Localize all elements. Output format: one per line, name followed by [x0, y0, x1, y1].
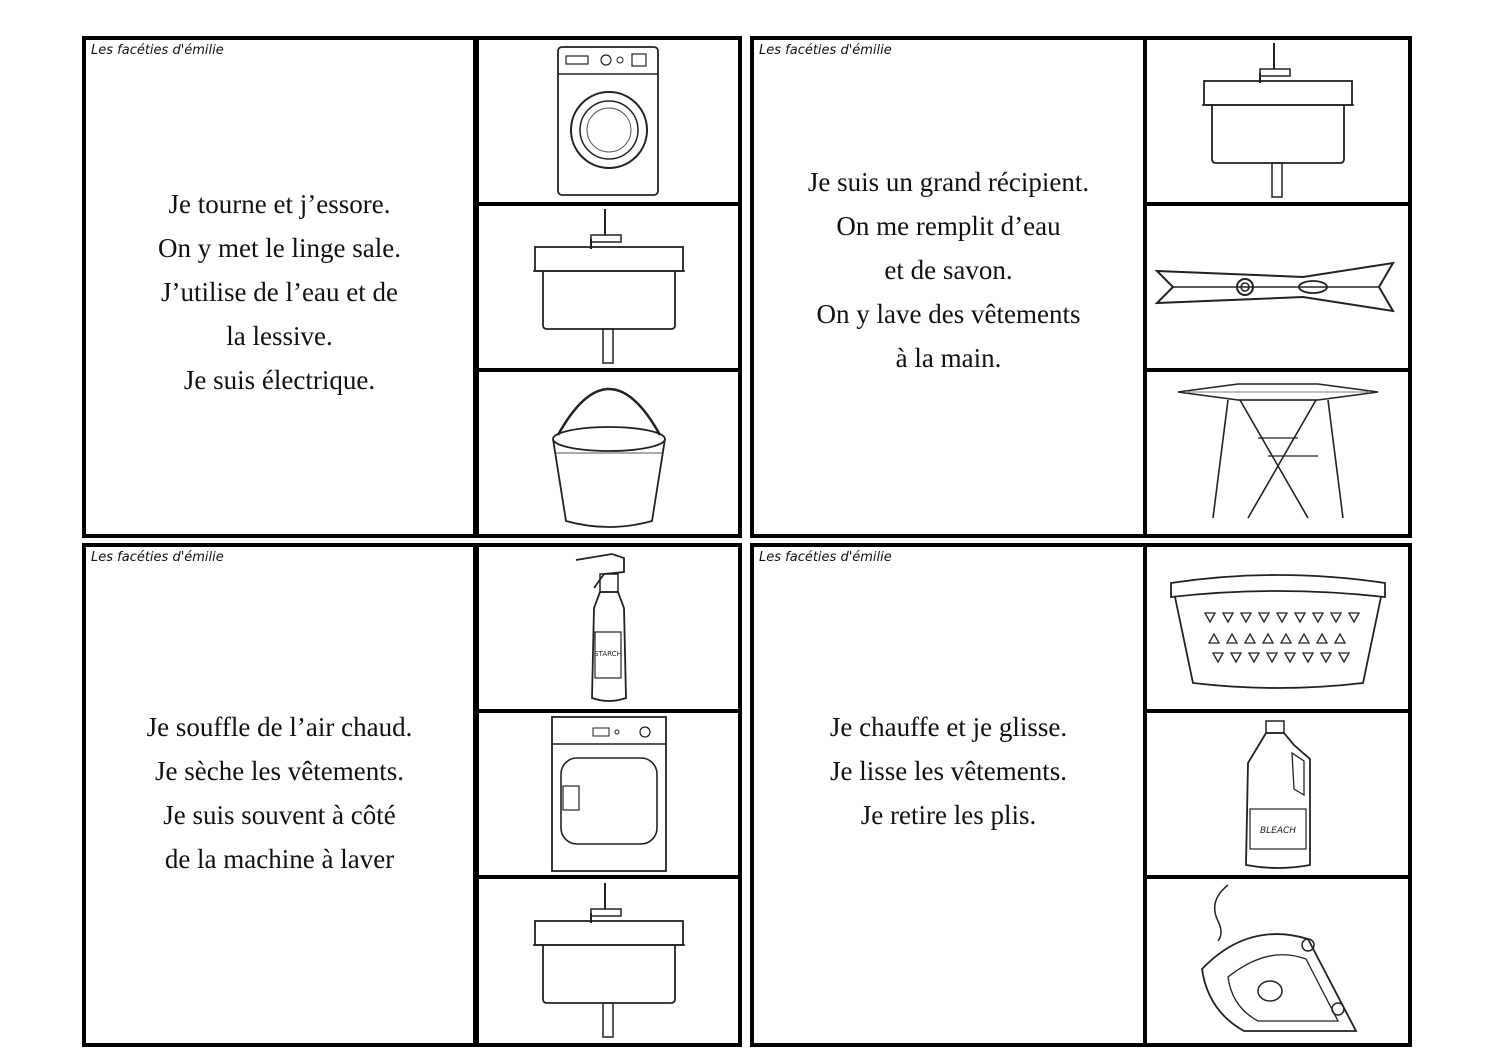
- riddle-line: On me remplit d’eau: [836, 211, 1061, 241]
- bleach-label: BLEACH: [1259, 826, 1295, 836]
- riddle-text: Je suis un grand récipient. On me rempli…: [754, 160, 1143, 380]
- riddle-text-box: Les facéties d'émilie Je tourne et j’ess…: [82, 36, 477, 538]
- riddle-text: Je chauffe et je glisse. Je lisse les vê…: [754, 705, 1143, 837]
- riddle-line: Je suis un grand récipient.: [807, 167, 1090, 197]
- riddle-line: On y met le linge sale.: [158, 233, 401, 263]
- sink-icon: [1201, 43, 1354, 198]
- answer-option-washing-machine[interactable]: [475, 36, 742, 206]
- answer-option-laundry-basket[interactable]: [1143, 543, 1412, 713]
- riddle-line: de la machine à laver: [164, 844, 395, 874]
- brand-label: Les facéties d'émilie: [91, 43, 224, 58]
- answer-option-sink[interactable]: [475, 202, 742, 372]
- riddle-line: Je souffle de l’air chaud.: [146, 712, 413, 742]
- answer-option-spray-bottle[interactable]: STARCH: [475, 543, 742, 713]
- washing-machine-icon: [556, 45, 659, 196]
- riddle-line: à la main.: [895, 343, 1002, 373]
- sink-icon: [532, 209, 685, 364]
- laundry-basket-icon: [1169, 574, 1386, 689]
- clothespin-icon: [1153, 261, 1395, 313]
- riddle-line: Je suis électrique.: [183, 365, 376, 395]
- riddle-line: Je lisse les vêtements.: [830, 756, 1067, 786]
- riddle-text-box: Les facéties d'émilie Je souffle de l’ai…: [82, 543, 477, 1047]
- brand-label: Les facéties d'émilie: [91, 550, 224, 565]
- bleach-bottle-icon: BLEACH: [1244, 719, 1311, 869]
- spray-label: STARCH: [594, 650, 622, 658]
- riddle-line: Je retire les plis.: [860, 800, 1037, 830]
- riddle-text-box: Les facéties d'émilie Je chauffe et je g…: [750, 543, 1147, 1047]
- answer-option-iron[interactable]: [1143, 875, 1412, 1047]
- answer-option-dryer[interactable]: [475, 709, 742, 879]
- riddle-line: Je suis souvent à côté: [163, 800, 396, 830]
- riddle-text: Je souffle de l’air chaud. Je sèche les …: [86, 705, 473, 881]
- answer-option-sink[interactable]: [1143, 36, 1412, 206]
- dryer-icon: [550, 716, 667, 872]
- brand-label: Les facéties d'émilie: [759, 550, 892, 565]
- riddle-line: On y lave des vêtements: [816, 299, 1081, 329]
- riddle-text-box: Les facéties d'émilie Je suis un grand r…: [750, 36, 1147, 538]
- answer-option-sink[interactable]: [475, 875, 742, 1047]
- spray-bottle-icon: STARCH: [575, 553, 627, 702]
- sink-icon: [532, 883, 685, 1038]
- answer-option-clothespin[interactable]: [1143, 202, 1412, 372]
- riddle-line: Je chauffe et je glisse.: [829, 712, 1068, 742]
- answer-option-bleach-bottle[interactable]: BLEACH: [1143, 709, 1412, 879]
- brand-label: Les facéties d'émilie: [759, 43, 892, 58]
- bucket-icon: [551, 387, 666, 528]
- riddle-line: Je tourne et j’essore.: [168, 189, 391, 219]
- riddle-line: la lessive.: [226, 321, 333, 351]
- answer-option-bucket[interactable]: [475, 368, 742, 538]
- answer-option-drying-rack[interactable]: [1143, 368, 1412, 538]
- riddle-text: Je tourne et j’essore. On y met le linge…: [86, 182, 473, 402]
- riddle-line: J’utilise de l’eau et de: [161, 277, 398, 307]
- riddle-line: Je sèche les vêtements.: [155, 756, 404, 786]
- drying-rack-icon: [1177, 383, 1378, 519]
- iron-icon: [1200, 884, 1357, 1032]
- riddle-line: et de savon.: [884, 255, 1013, 285]
